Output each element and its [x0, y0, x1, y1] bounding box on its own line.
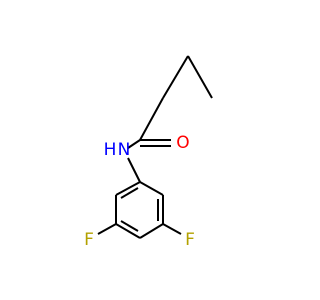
oxygen-label: O: [176, 133, 189, 153]
bond-methyl-to-ch: [187, 55, 213, 99]
bond-ring-inner-3: [120, 187, 139, 199]
bonds: [97, 55, 213, 239]
bond-ring-4: [115, 223, 141, 239]
molecule-diagram: N H O F F: [84, 55, 213, 250]
bond-ring-to-fluorine-left: [97, 223, 117, 235]
fluorine-right-label: F: [185, 230, 195, 250]
bond-ch-to-ch2: [139, 97, 164, 141]
nitrogen-hydrogen-label: H: [104, 140, 117, 160]
bond-ring-1: [139, 181, 164, 196]
atom-labels: N H O F F: [84, 133, 195, 250]
nitrogen-label: N: [118, 140, 131, 160]
bond-ring-to-fluorine-right: [162, 223, 182, 235]
bond-ring-6: [115, 181, 141, 196]
bond-ch-to-methyl: [162, 55, 189, 99]
bond-ring-inner-2: [120, 220, 139, 232]
bond-carbonyl-to-nitrogen: [127, 139, 141, 149]
bond-ring-3: [139, 223, 164, 239]
fluorine-left-label: F: [84, 230, 94, 250]
bond-nitrogen-to-ring: [127, 157, 141, 183]
